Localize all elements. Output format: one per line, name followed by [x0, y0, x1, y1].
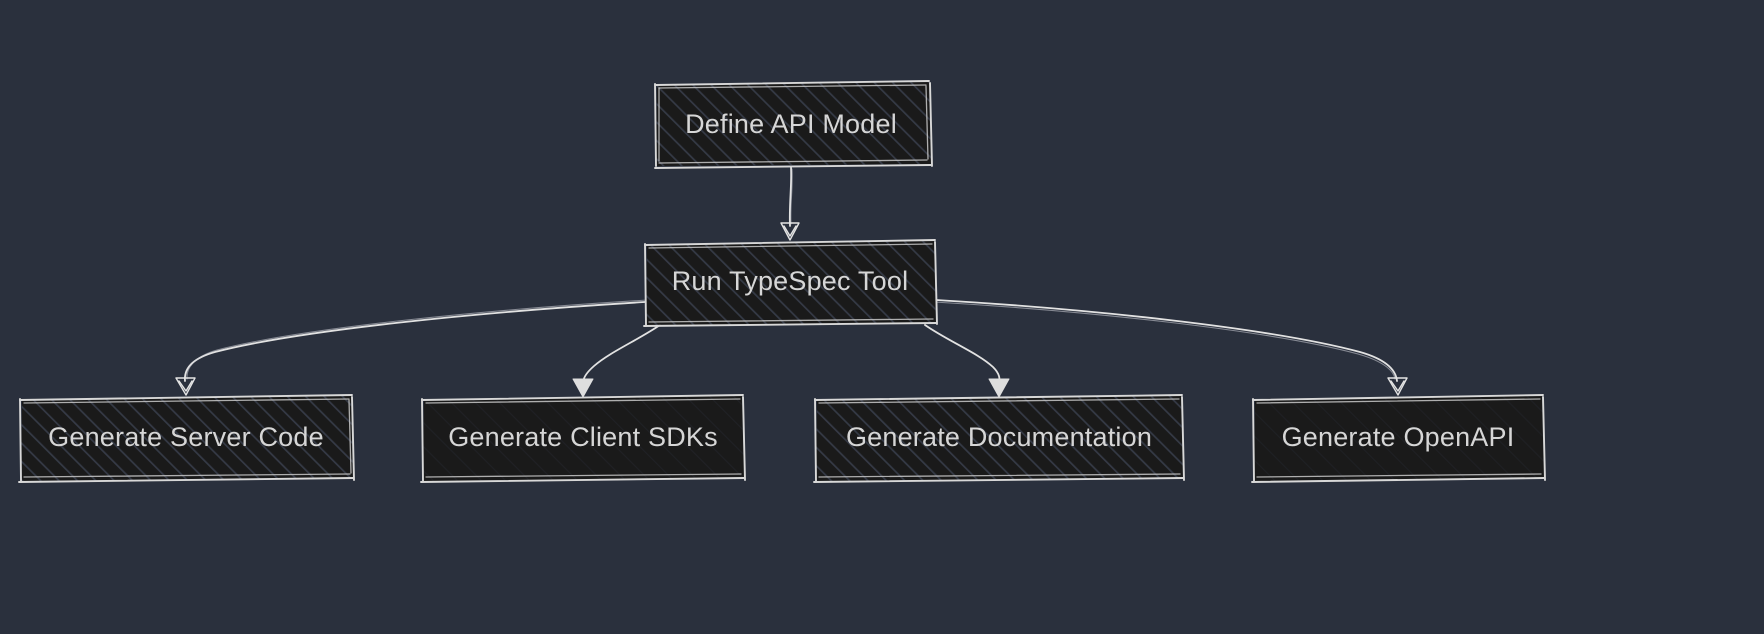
node-label-define-api-model: Define API Model — [685, 109, 897, 139]
edge-layer — [175, 166, 1408, 398]
node-label-run-typespec-tool: Run TypeSpec Tool — [672, 266, 909, 296]
node-generate-openapi[interactable]: Generate OpenAPI — [1251, 394, 1546, 483]
node-generate-client-sdks[interactable]: Generate Client SDKs — [420, 394, 746, 483]
node-label-generate-client-sdks: Generate Client SDKs — [448, 422, 718, 452]
node-label-generate-openapi: Generate OpenAPI — [1282, 422, 1515, 452]
node-define-api-model[interactable]: Define API Model — [654, 80, 933, 169]
edge-run-to-openapi — [933, 299, 1408, 396]
node-label-generate-server-code: Generate Server Code — [48, 422, 324, 452]
node-generate-server-code[interactable]: Generate Server Code — [18, 394, 355, 483]
edge-define-to-run — [780, 166, 800, 241]
node-generate-documentation[interactable]: Generate Documentation — [813, 394, 1185, 483]
edge-run-to-server — [175, 299, 649, 396]
edge-run-to-client — [572, 324, 661, 398]
node-run-typespec-tool[interactable]: Run TypeSpec Tool — [643, 239, 938, 327]
node-label-generate-documentation: Generate Documentation — [846, 422, 1152, 452]
edge-run-to-docs — [924, 324, 1010, 398]
